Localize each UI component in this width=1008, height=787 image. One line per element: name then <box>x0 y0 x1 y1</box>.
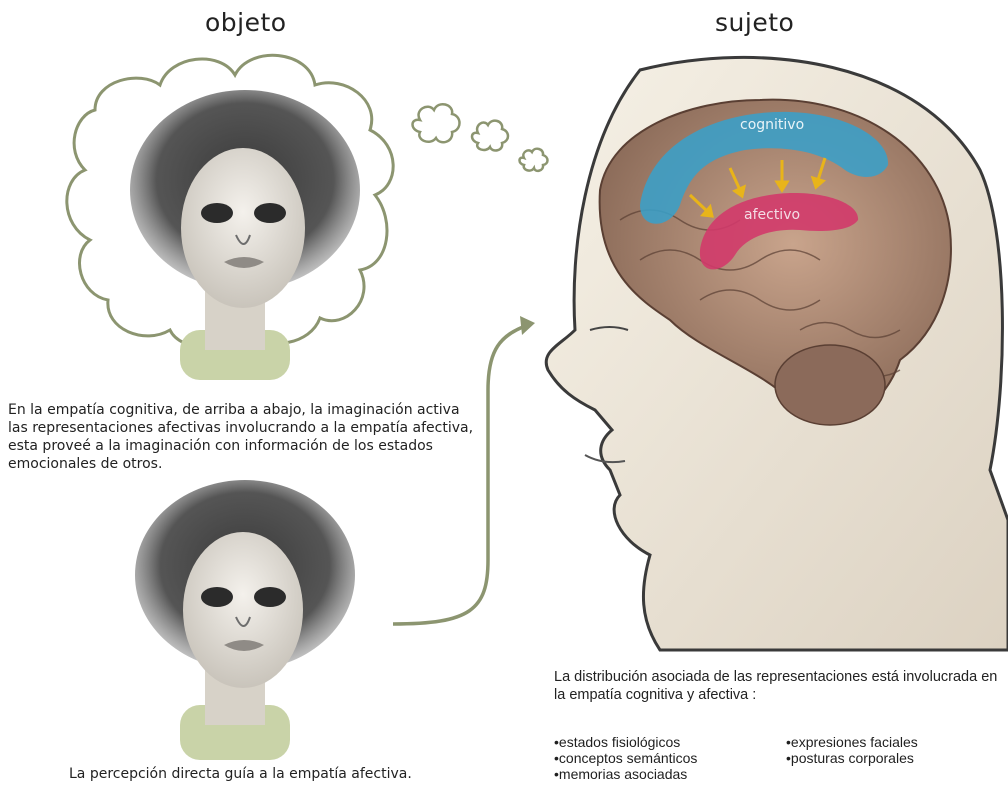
heading-sujeto: sujeto <box>715 8 794 37</box>
head-profile <box>546 57 1008 650</box>
eye-right-bottom <box>254 587 286 607</box>
cognitive-label: cognitivo <box>740 117 804 133</box>
bullet-item: conceptos semánticos <box>554 750 697 766</box>
child-face-top <box>130 90 360 380</box>
bullet-item: posturas corporales <box>786 750 918 766</box>
curved-arrow <box>393 325 528 624</box>
bullet-item: estados fisiológicos <box>554 734 697 750</box>
affective-label: afectivo <box>744 207 800 223</box>
eye-left-bottom <box>201 587 233 607</box>
eye-right-top <box>254 203 286 223</box>
cerebellum <box>775 345 885 425</box>
face-skin-top <box>181 148 305 308</box>
bullet-list-right: expresiones faciales posturas corporales <box>786 734 918 766</box>
bullet-list-left: estados fisiológicos conceptos semántico… <box>554 734 697 782</box>
thought-bubble-small-icons <box>413 104 548 171</box>
bottom-caption: La percepción directa guía a la empatía … <box>69 765 469 783</box>
face-skin-bottom <box>183 532 303 688</box>
top-paragraph: En la empatía cognitiva, de arriba a aba… <box>8 401 478 473</box>
right-paragraph: La distribución asociada de las represen… <box>554 668 1004 704</box>
heading-objeto: objeto <box>205 8 287 37</box>
bullet-item: memorias asociadas <box>554 766 697 782</box>
eye-left-top <box>201 203 233 223</box>
bullet-item: expresiones faciales <box>786 734 918 750</box>
child-face-bottom <box>135 480 355 760</box>
arrow-head-icon <box>520 316 535 335</box>
